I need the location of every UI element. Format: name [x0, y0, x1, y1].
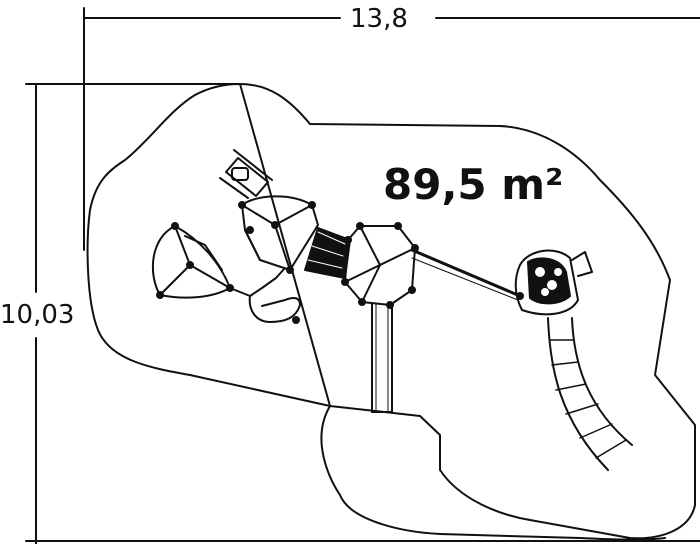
climbing-link — [229, 267, 301, 324]
area-label: 89,5 m² — [383, 160, 564, 209]
height-dimension-label: 10,03 — [0, 300, 75, 330]
width-dimension-line — [83, 7, 700, 251]
main-tower — [238, 195, 319, 274]
left-deck — [151, 222, 234, 299]
right-tower — [514, 249, 593, 316]
curved-slide — [547, 317, 633, 471]
top-ladder — [219, 149, 273, 199]
safety-area-outline — [86, 83, 696, 541]
height-dimension-line — [25, 83, 700, 545]
rope-bridge — [410, 248, 522, 301]
straight-slide — [371, 303, 393, 413]
width-dimension-label: 13,8 — [346, 6, 412, 32]
second-tower — [341, 222, 419, 309]
